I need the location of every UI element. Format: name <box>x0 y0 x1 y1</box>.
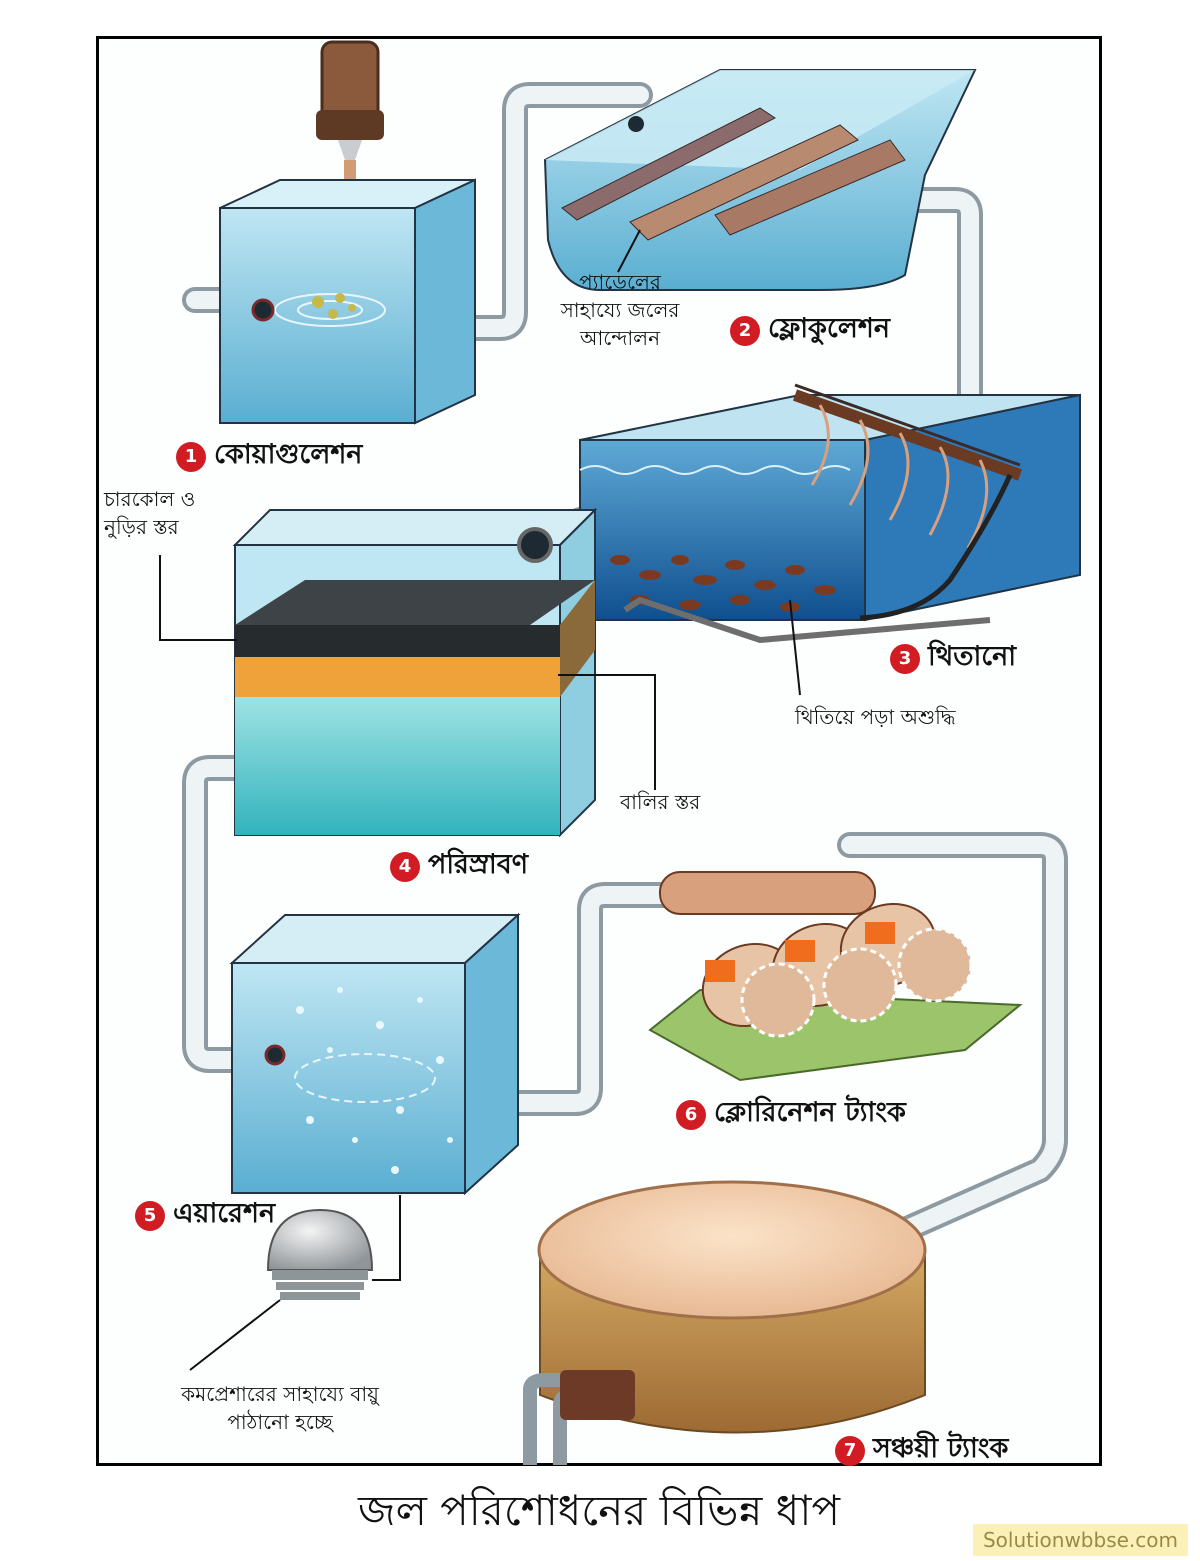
step-5-badge: 5 <box>135 1200 165 1231</box>
leader-lines <box>159 229 801 1371</box>
paddle-line-1: প্যাডেলের <box>579 270 661 294</box>
step-6-label: 6 ক্লোরিনেশন ট্যাংক <box>676 1092 906 1137</box>
compressor-line-2: পাঠানো হচ্ছে <box>227 1410 333 1434</box>
paddle-line-3: আন্দোলন <box>579 326 661 350</box>
charcoal-line-1: চারকোল ও <box>104 487 196 511</box>
charcoal-line-2: নুড়ির স্তর <box>104 515 179 539</box>
step-3-badge: 3 <box>890 643 920 674</box>
watermark: Solutionwbbse.com <box>972 1524 1188 1556</box>
compressor-annotation: কমপ্রেশারের সাহায্যে বায়ু পাঠানো হচ্ছে <box>130 1380 430 1436</box>
sedimentation-tank <box>519 383 1081 644</box>
charcoal-annotation: চারকোল ও নুড়ির স্তর <box>104 485 234 541</box>
storage-tank <box>523 1180 927 1465</box>
aeration-tank <box>229 912 521 1300</box>
step-2-badge: 2 <box>730 315 760 346</box>
coagulation-tank <box>219 40 476 425</box>
paddle-annotation: প্যাডেলের সাহায্যে জলের আন্দোলন <box>530 268 710 352</box>
diagram-caption: জল পরিশোধনের বিভিন্ন ধাপ <box>358 1486 840 1535</box>
paddle-line-2: সাহায্যে জলের <box>560 298 680 322</box>
flocculation-tank <box>543 69 977 291</box>
step-2-text: ফ্লোকুলেশন <box>768 313 890 344</box>
step-7-label: 7 সঞ্চয়ী ট্যাংক <box>835 1428 1008 1473</box>
filtration-tank <box>232 507 598 838</box>
sand-annotation: বালির স্তর <box>620 790 701 814</box>
step-6-badge: 6 <box>676 1099 706 1130</box>
step-3-text: থিতানো <box>928 641 1017 672</box>
step-2-label: 2 ফ্লোকুলেশন <box>730 308 890 353</box>
step-1-badge: 1 <box>176 441 206 472</box>
step-7-text: সঞ্চয়ী ট্যাংক <box>873 1433 1009 1464</box>
step-6-text: ক্লোরিনেশন ট্যাংক <box>714 1097 906 1128</box>
step-7-badge: 7 <box>835 1435 865 1466</box>
chlorination-tank <box>648 871 1023 1082</box>
step-4-badge: 4 <box>390 851 420 882</box>
compressor-line-1: কমপ্রেশারের সাহায্যে বায়ু <box>181 1382 379 1406</box>
step-3-label: 3 থিতানো <box>890 636 1016 681</box>
step-5-text: এয়ারেশন <box>173 1198 276 1229</box>
step-4-text: পরিস্রাবণ <box>428 849 529 880</box>
step-1-text: কোয়াগুলেশন <box>214 439 363 470</box>
step-5-label: 5 এয়ারেশন <box>135 1193 275 1238</box>
step-1-label: 1 কোয়াগুলেশন <box>176 434 362 479</box>
sediment-annotation: থিতিয়ে পড়া অশুদ্ধি <box>795 705 956 729</box>
step-4-label: 4 পরিস্রাবণ <box>390 844 528 889</box>
